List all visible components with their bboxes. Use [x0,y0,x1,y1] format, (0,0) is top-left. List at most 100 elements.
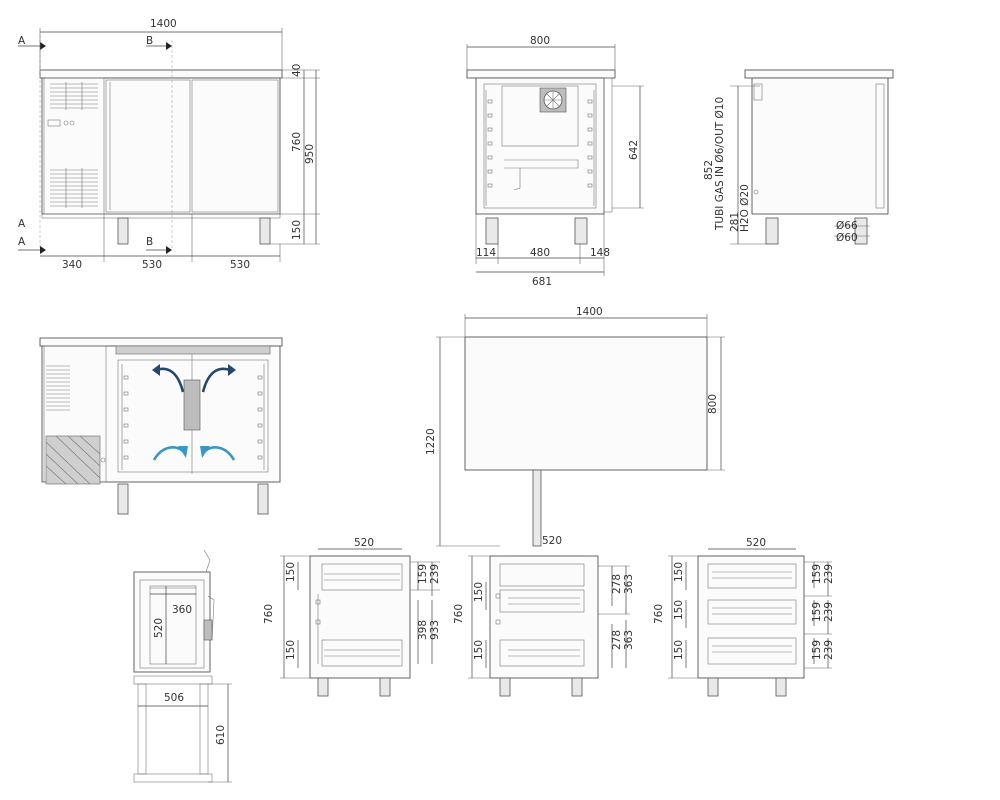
gas-pipes-label: TUBI GAS IN Ø6/OUT Ø10 [714,97,726,231]
leg [317,677,329,697]
leg [499,677,511,697]
leg [574,217,588,245]
dim-d1: 159 [417,564,429,584]
footprint-view: 1400 800 1220 520 [425,306,725,547]
dim-depth: 681 [532,276,552,288]
dim-d2: 363 [623,574,635,594]
worktop [39,337,283,347]
dim-middle: 480 [530,247,550,259]
leg [707,677,719,697]
drain-tray [504,159,579,169]
config-two-drawers: 760 150 150 278 363 278 363 [453,555,635,697]
shelf-rails [485,90,595,206]
dim-inner-width: 360 [172,604,192,616]
engine-grille-bottom [50,168,98,208]
leg [379,677,391,697]
dim-left: 114 [476,247,496,259]
dim-height: 852 [703,160,715,180]
dim-inner-height: 520 [153,618,165,638]
drawer-upper-2 [499,589,585,613]
leg [571,677,583,697]
control-display [47,119,61,127]
dim-h3: 150 [673,640,685,660]
dim-height: 760 [653,604,665,624]
plinth [41,213,281,219]
control-knob [69,120,75,126]
drain-pipe [513,168,521,191]
dim-h-bottom: 150 [285,640,297,660]
front-view: A B A A B 1400 40 760 950 150 340 530 53… [18,18,320,271]
dim-r1b: 239 [823,564,835,584]
worktop [466,69,616,79]
support-column [532,469,542,547]
dim-width: 1400 [150,18,177,30]
config-three-drawers: 520 760 150 150 150 159 239 159 239 159 … [653,537,835,697]
dim-r2b: 239 [823,602,835,622]
shelf-rails [121,364,265,470]
dim-height: 760 [263,604,275,624]
worktop [39,69,283,79]
air-out-arrow-right [201,367,231,393]
engine-grille [46,365,70,411]
drawer-lower [499,639,585,667]
leg [854,217,868,245]
dim-base-width: 506 [164,692,184,704]
leg [765,217,779,245]
dim-h2: 150 [673,600,685,620]
dim-d4: 933 [429,620,441,640]
section-label-b: B [146,236,153,248]
leg [485,217,499,245]
drawer-section-view: 360 520 506 610 [133,549,232,783]
control-knob [63,120,69,126]
dim-clearance: 1220 [425,428,437,455]
section-label-a: A [18,236,26,248]
drawer-bottom [321,639,403,667]
storage-compartment [117,359,269,473]
cabinet-body [489,555,599,679]
base-frame-top [133,675,213,685]
dim-h-bottom: 150 [473,640,485,660]
dim-d2: 239 [429,564,441,584]
dim-d4: 363 [623,630,635,650]
top-insulation [115,345,271,355]
dim-legs: 150 [291,220,303,240]
evaporator [183,379,201,431]
drawer-cabinet [133,571,211,673]
dim-depth: 800 [707,394,719,414]
dim-r2a: 159 [811,602,823,622]
leg [117,483,129,515]
connections-view: 852 TUBI GAS IN Ø6/OUT Ø10 281 H2O Ø20 Ø… [703,69,894,245]
door-left [105,79,191,213]
config-door-drawer: 520 760 150 150 159 239 398 933 [263,537,441,697]
dim-overall: 950 [304,144,316,164]
leg [259,217,271,245]
section-label-b: B [146,35,153,47]
base-frame-bottom [133,773,213,783]
drawer-3 [707,637,797,665]
dim-width: 800 [530,35,550,47]
door-profile [603,77,613,213]
dim-right: 148 [590,247,610,259]
drawer-basket [149,585,197,665]
section-label-a: A [18,218,26,230]
dim-height: 642 [628,140,640,160]
dim-w3: 530 [230,259,250,271]
dim-span: 520 [542,535,562,547]
dim-water-height: 281 [729,212,741,232]
leg [257,483,269,515]
cabinet-body [309,555,411,679]
dim-top: 40 [291,64,303,77]
drawer-1 [707,563,797,589]
side-section-view: 800 642 114 480 148 681 [466,35,644,288]
cabinet-body [697,555,805,679]
section-label-a: A [18,35,26,47]
leg [775,677,787,697]
dim-width: 1400 [576,306,603,318]
cabinet-body [41,77,281,215]
leg [117,217,129,245]
dim-base-height: 610 [215,725,227,745]
drawer-upper [499,563,585,587]
dim-h1: 150 [673,562,685,582]
dim-width: 520 [354,537,374,549]
